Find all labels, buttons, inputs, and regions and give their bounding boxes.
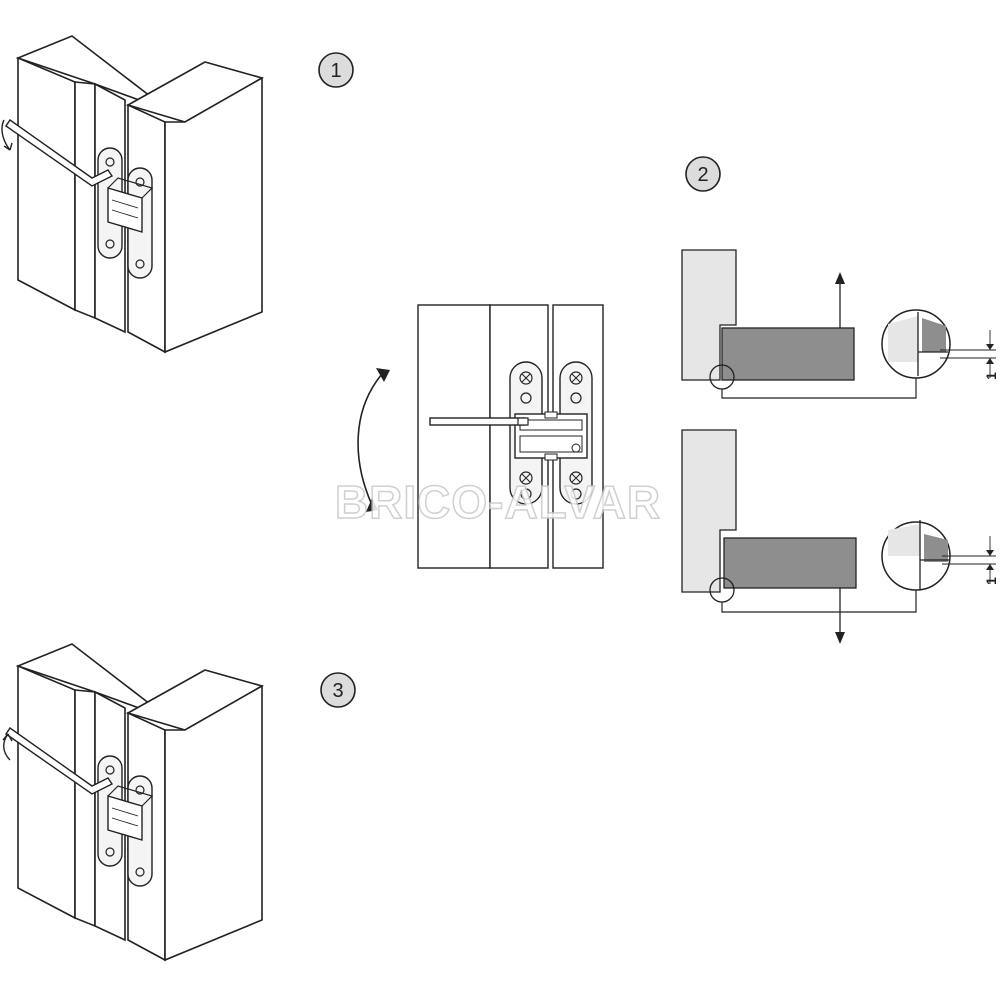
down-arrow-icon [835,588,845,644]
dimension-label-bottom: 1 [983,577,999,585]
step1-illustration [1,35,265,354]
hex-key-icon [429,417,529,426]
step-badge-1: 1 [318,52,354,88]
up-arrow-icon [835,272,845,328]
watermark-text: BRICO-ALVAR [335,476,661,528]
step-number-1: 1 [330,60,341,82]
step-badge-3: 3 [320,672,356,708]
dimension-label-top: 1 [983,372,999,380]
rotation-arrow-icon [357,368,390,512]
magnifier-detail-icon [881,520,951,591]
dimension-marker: 1 [942,536,999,585]
hinge-front-view [417,304,604,569]
hex-key-icon [1,119,114,187]
step-number-2: 2 [697,164,708,186]
section-detail-down: 1 [681,429,999,644]
section-detail-up: 1 [681,249,999,399]
hex-key-icon [2,727,114,795]
step-badge-2: 2 [685,156,721,192]
magnifier-detail-icon [881,309,951,379]
step3-illustration [2,643,265,962]
dimension-marker: 1 [940,330,999,380]
step-number-3: 3 [332,680,343,702]
